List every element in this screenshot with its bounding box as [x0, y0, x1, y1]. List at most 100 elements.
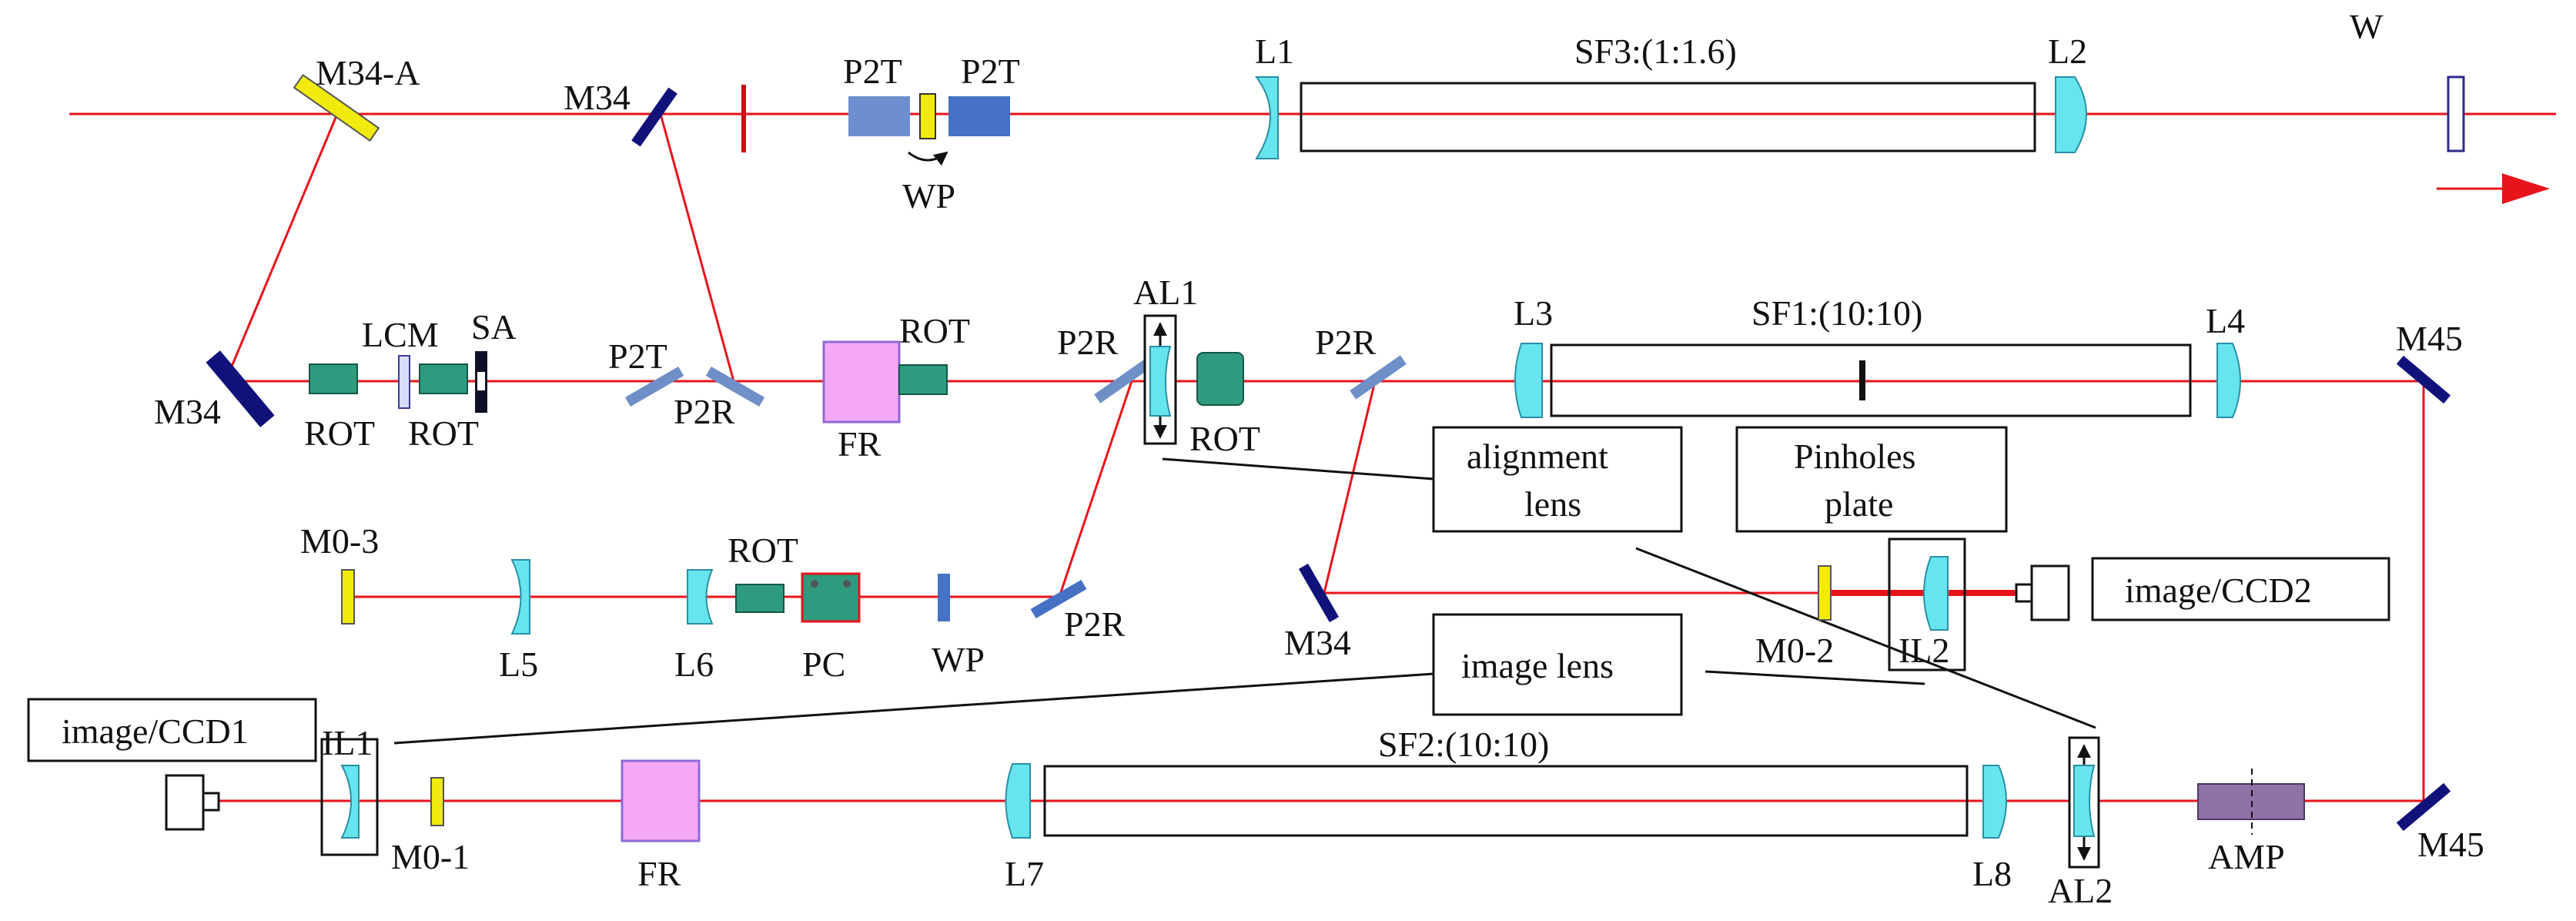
image-lens-callout-box: [1432, 613, 1683, 716]
image-ccd2-callout-box: [2091, 557, 2390, 621]
label-il1: IL1: [322, 723, 373, 762]
label-image-lens: image lens: [1461, 646, 1614, 685]
mirror-m34-top: [631, 87, 677, 147]
mirror-m0-3: [341, 569, 355, 625]
beam-p2r-to-wp: [1057, 380, 1133, 600]
mirror-m0-2: [1818, 565, 1832, 621]
label-m34-a: M34-A: [316, 53, 420, 92]
label-pinholes-plate-2: plate: [1825, 484, 1893, 524]
alignment-lens-leader-1: [1162, 457, 1434, 481]
faraday-rotator-bottom: [621, 759, 701, 842]
label-pc: PC: [802, 645, 845, 684]
pockels-cell-pc: [801, 572, 861, 623]
label-il2: IL2: [1899, 631, 1949, 670]
rotator-5: [735, 584, 785, 613]
waveplate-top: [919, 93, 936, 139]
polarizer-p2r-1: [705, 366, 765, 407]
mirror-m45-top: [2396, 355, 2451, 404]
label-sf3: SF3:(1:1.6): [1574, 32, 1737, 71]
label-l5: L5: [499, 645, 538, 684]
polarizer-p2r-3: [1350, 355, 1407, 400]
label-p2r-2: P2R: [1057, 323, 1119, 362]
lens-il2: [1923, 556, 1949, 631]
label-rot-3: ROT: [899, 311, 970, 350]
label-lcm: LCM: [362, 315, 439, 354]
polarizer-p2t-1: [848, 96, 910, 136]
rotator-4: [1196, 352, 1244, 406]
label-m0-3: M0-3: [300, 521, 379, 561]
lens-l1: [1255, 76, 1279, 159]
ccd1-camera-body: [165, 774, 205, 831]
pc-electrode-left-icon: [811, 580, 818, 588]
label-m45-bottom: M45: [2417, 825, 2484, 864]
lens-l6: [687, 569, 714, 625]
label-l7: L7: [1005, 854, 1044, 893]
beam-p2r-to-m34-mid: [1323, 380, 1377, 594]
output-arrow-head: [2502, 173, 2550, 204]
label-fr-top: FR: [838, 424, 882, 464]
beam-paths: [69, 112, 2556, 802]
label-l6: L6: [674, 645, 714, 684]
label-alignment-lens-2: lens: [1524, 484, 1581, 524]
component-labels: W M34-A M34 P2T P2T WP L1 SF3:(1:1.6) L2…: [62, 7, 2484, 910]
label-p2t-2: P2T: [961, 52, 1020, 91]
label-p2r-1: P2R: [674, 392, 735, 431]
label-m45-top: M45: [2396, 319, 2463, 358]
pinholes-plate-callout-box: [1735, 426, 2008, 533]
spatial-filter-sf2: [1043, 765, 1969, 837]
label-p2r-4: P2R: [1064, 605, 1126, 644]
rotator-2: [419, 363, 468, 394]
beam-p2r-to-m34: [659, 113, 735, 382]
rotation-arrow-icon: [908, 151, 948, 166]
beam-top-to-left-mirror: [224, 113, 339, 382]
label-l4: L4: [2206, 301, 2245, 340]
lens-il1: [340, 765, 360, 839]
label-sa: SA: [471, 307, 517, 347]
pinhole-plate-mark: [1859, 360, 1865, 400]
label-w: W: [2350, 7, 2384, 46]
ccd1-camera-stub: [202, 792, 220, 812]
imaging-lens-il2-frame: [1888, 538, 1966, 671]
spatial-filter-sf3: [1300, 82, 2036, 152]
label-m0-1: M0-1: [391, 837, 470, 876]
lens-l5: [510, 559, 530, 635]
label-image-ccd1: image/CCD1: [62, 712, 249, 751]
polarizer-p2r-2: [1094, 359, 1151, 404]
label-p2t-mid: P2T: [608, 337, 667, 376]
lens-l3: [1514, 343, 1543, 418]
spatial-filter-sf1: [1550, 343, 2192, 417]
polarizer-p2t-mid: [624, 366, 684, 407]
rotator-1: [309, 363, 358, 394]
label-m34-top: M34: [564, 78, 631, 117]
ccd2-camera-stub: [2015, 583, 2033, 603]
label-rot-2: ROT: [408, 414, 479, 453]
lens-l7: [1005, 763, 1031, 839]
label-rot-5: ROT: [728, 531, 798, 570]
image-lens-leader-right: [1705, 670, 1925, 685]
waveplate-wp-mid: [938, 574, 950, 621]
rotator-3: [898, 364, 948, 395]
label-p2r-3: P2R: [1315, 323, 1377, 362]
label-l3: L3: [1514, 293, 1553, 333]
imaging-lens-il1-frame: [320, 738, 379, 856]
lens-al2: [2073, 765, 2096, 837]
label-m0-2: M0-2: [1755, 631, 1834, 670]
label-m34-left: M34: [154, 392, 221, 431]
aperture-top: [741, 85, 746, 152]
lens-l4: [2216, 343, 2241, 418]
lcm-element: [398, 355, 410, 409]
saturable-absorber-window: [477, 372, 485, 390]
alignment-lens-leader-2: [1635, 547, 2096, 729]
label-fr-bottom: FR: [637, 854, 681, 893]
label-rot-1: ROT: [304, 414, 375, 453]
label-al2: AL2: [2048, 871, 2113, 910]
label-al1: AL1: [1133, 273, 1198, 312]
mirror-m34-mid: [1298, 563, 1340, 623]
lens-al1: [1149, 346, 1172, 417]
image-ccd1-callout-box: [27, 698, 317, 762]
faraday-rotator-top: [822, 340, 901, 424]
mirror-m34-left: [206, 350, 275, 427]
window-w: [2447, 75, 2465, 152]
image-lens-leader-left: [393, 672, 1434, 745]
